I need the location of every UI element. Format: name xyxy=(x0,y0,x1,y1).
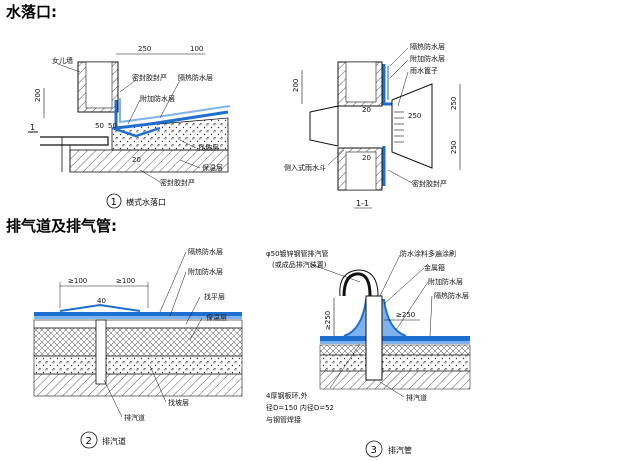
fig1-label-leveling: 找坡层 xyxy=(198,143,219,152)
fig2-caption-circle xyxy=(80,431,98,449)
fig1-label-parapet: 女儿墙 xyxy=(52,56,73,65)
fig1-label-sealant-top: 密封胶封严 xyxy=(132,73,167,82)
fig3-label-pipe-line2: (或成品排汽装置) xyxy=(272,260,327,269)
fig3-label-vent-channel: 排汽道 xyxy=(406,393,427,402)
fig3-label-coating: 防水涂料多遍涂刷 xyxy=(400,249,456,258)
fig11-section-diagram: 200 250 250 250 20 20 隔热防水层 附加防水层 雨水篦子 侧… xyxy=(284,42,461,209)
fig3-label-pipe-line1: φ50镀锌钢管排汽管 xyxy=(266,249,329,258)
fig3-dim-ge250b: ≥250 xyxy=(396,311,415,319)
fig2-label-insulation-wp: 隔热防水层 xyxy=(188,247,223,256)
fig3-label-metal-hoop: 金属箍 xyxy=(424,263,445,272)
fig1-dim-20: 20 xyxy=(132,156,141,164)
fig2-caption: 排汽道 xyxy=(102,436,126,446)
fig1-dim-50b: 50 xyxy=(108,122,117,130)
fig11-label-extra-wp: 附加防水层 xyxy=(410,54,445,63)
fig2-label-vent-channel: 排汽道 xyxy=(124,413,145,422)
fig1-label-extra-wp: 附加防水层 xyxy=(140,94,175,103)
fig1-label-sealant-bottom: 密封胶封严 xyxy=(160,178,195,187)
fig2-label-leveling: 找平层 xyxy=(204,292,225,301)
fig11-caption: 1-1 xyxy=(356,199,369,208)
fig1-dim-50a: 50 xyxy=(95,122,104,130)
fig1-dim-100: 100 xyxy=(190,45,203,53)
fig3-caption-circle xyxy=(365,440,383,458)
fig2-vent-channel-diagram: ≥100 ≥100 40 隔热防水层 附加防水层 找平层 保温层 找坡层 排汽道… xyxy=(33,247,243,449)
heading-outlet: 水落口: xyxy=(6,3,57,21)
fig1-dim-250: 250 xyxy=(138,45,151,53)
fig2-caption-num: 2 xyxy=(86,436,92,447)
fig3-label-ring-line2: 径D=150 内径D=52 xyxy=(266,403,334,412)
fig11-label-insulation-wp: 隔热防水层 xyxy=(410,42,445,51)
fig11-dim-20b: 20 xyxy=(362,154,371,162)
fig2-label-extra-wp: 附加防水层 xyxy=(188,267,223,276)
fig3-label-ring-line1: 4厚钢板环,外 xyxy=(266,391,308,400)
fig3-label-insulation-wp: 隔热防水层 xyxy=(434,291,469,300)
fig11-dim-200: 200 xyxy=(292,79,300,92)
fig1-caption-circle xyxy=(106,193,122,209)
fig1-dim-200: 200 xyxy=(34,89,42,102)
fig11-label-side-drain: 侧入式雨水斗 xyxy=(284,163,326,172)
fig1-caption-num: 1 xyxy=(111,197,117,208)
fig1-caption: 横式水落口 xyxy=(126,197,166,207)
fig2-dim-ge100a: ≥100 xyxy=(68,277,87,285)
fig11-dim-250a: 250 xyxy=(450,97,458,110)
fig2-label-insulation: 保温层 xyxy=(206,313,227,322)
fig11-label-sealant: 密封胶封严 xyxy=(412,179,447,188)
heading-vent: 排气道及排气管: xyxy=(6,217,117,235)
fig2-dim-40: 40 xyxy=(97,297,106,305)
fig2-label-slope: 找坡层 xyxy=(168,398,189,407)
fig3-vent-pipe-diagram: ≥250 ≥250 φ50镀锌钢管排汽管 (或成品排汽装置) 防水涂料多遍涂刷 … xyxy=(266,249,471,458)
fig3-label-extra-wp: 附加防水层 xyxy=(428,277,463,286)
fig11-dim-20a: 20 xyxy=(362,106,371,114)
fig1-section-mark: 1 xyxy=(30,123,35,132)
fig3-caption: 排汽管 xyxy=(388,445,412,455)
fig3-label-ring-line3: 与钢管焊接 xyxy=(266,415,301,424)
fig1-outlet-diagram: 250 100 200 50 50 20 1 女儿墙 密封胶封严 隔热防水层 附… xyxy=(28,45,231,209)
fig1-label-insulation-wp: 隔热防水层 xyxy=(178,73,213,82)
fig11-label-rain-cover: 雨水篦子 xyxy=(410,66,438,75)
fig2-dim-ge100b: ≥100 xyxy=(116,277,135,285)
fig1-label-insulation: 保温层 xyxy=(202,163,223,172)
fig11-dim-250c: 250 xyxy=(408,112,421,120)
fig11-dim-250b: 250 xyxy=(450,141,458,154)
fig3-dim-ge250a: ≥250 xyxy=(324,311,332,330)
fig3-caption-num: 3 xyxy=(371,445,377,456)
